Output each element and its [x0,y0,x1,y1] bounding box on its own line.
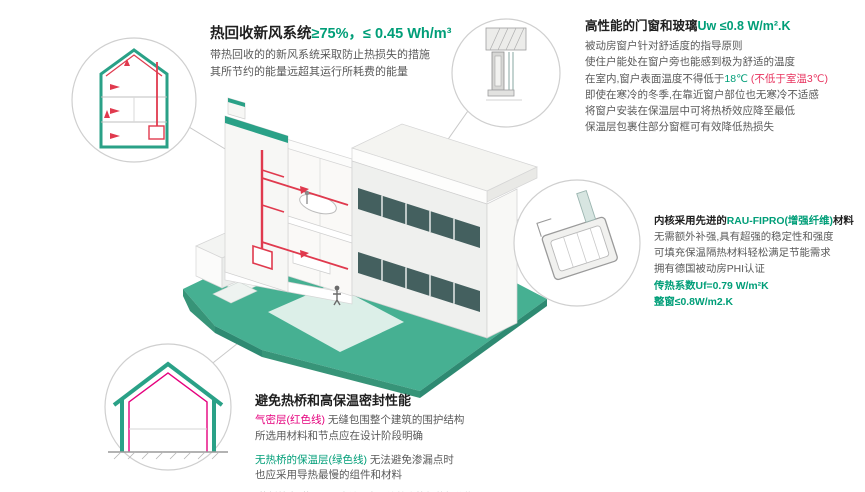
profile-line3: 可填充保温隔热材料轻松满足节能需求 [654,248,831,260]
heat-recovery-title: 热回收新风系统≥75%，≤ 0.45 Wh/m³ [210,22,545,43]
profile-line1-material: RAU-FIPRO(增强纤维) [726,216,833,227]
windows-title-label: 高性能的门窗和玻璃 [585,19,698,33]
windows-line6: 保温层包裹住部分窗框可有效降低热损失 [585,121,774,134]
heat-recovery-line1: 带热回收的的新风系统采取防止热损失的措施 [210,49,430,61]
thermal-desc: 气密层(红色线) 无缝包围整个建筑的围护结构 所选用材料和节点应在设计阶段明确 … [255,413,595,492]
windows-line3-temp: 18℃ [724,72,748,85]
thermal-line1-rest: 无缝包围整个建筑的围护结构 [325,414,465,426]
glazed-block [351,123,538,339]
profile-line1-pre: 内核采用先进的 [654,216,727,227]
heat-recovery-title-label: 热回收新风系统 [210,26,312,42]
heat-recovery-desc: 带热回收的的新风系统采取防止热损失的措施 其所节约的能量远超其运行所耗费的能量 [210,47,545,80]
windows-line3: 在室内,窗户表面温度不得低于18℃ (不低于室温3℃) [585,71,860,87]
thermal-line2: 所选用材料和节点应在设计阶段明确 [255,429,423,442]
windows-line1: 被动房窗户针对舒适度的指导原则 [585,40,743,52]
profile-line1: 内核采用先进的RAU-FIPRO(增强纤维)材料 [654,214,865,230]
heat-recovery-title-value: ≥75%，≤ 0.45 Wh/m³ [311,26,452,42]
windows-line5: 将窗户安装在保温层中可将热桥效应降至最低 [585,105,795,118]
thermal-line3-insulation: 无热桥的保温层(绿色线) [255,453,367,466]
profile-line4: 拥有德国被动房PHI认证 [654,264,765,276]
profile-line2: 无需额外补强,具有超强的稳定性和强度 [654,232,834,244]
profile-uw-value: 整窗≤0.8W/m2.K [654,296,734,308]
thermal-line1-airtight: 气密层(红色线) [255,414,325,426]
thermal-line1: 气密层(红色线) 无缝包围整个建筑的围护结构 [255,413,595,429]
profile-note: 内核采用先进的RAU-FIPRO(增强纤维)材料 无需额外补强,具有超强的稳定性… [654,214,865,311]
window-section-vignette [451,18,561,128]
spacer [255,445,595,453]
profile-vignette [513,179,641,307]
window-band-upper [358,188,480,248]
heat-recovery-note: 热回收新风系统≥75%，≤ 0.45 Wh/m³ 带热回收的的新风系统采取防止热… [210,22,545,80]
thermal-title: 避免热桥和高保温密封性能 [255,393,412,408]
thermal-house-vignette [104,343,232,471]
main-house-illustration [183,97,547,398]
vent-house-vignette [71,37,197,163]
heat-exchanger-unit [252,244,273,271]
terrace-path [268,284,404,352]
windows-line2: 使住户能处在窗户旁也能感到极为舒适的温度 [585,56,795,69]
window-band-lower [358,252,480,312]
thermal-line4: 也应采用导热最慢的组件和材料 [255,469,402,482]
thermal-note: 避免热桥和高保温密封性能 气密层(红色线) 无缝包围整个建筑的围护结构 所选用材… [255,390,595,492]
windows-desc: 被动房窗户针对舒适度的指导原则 使住户能处在窗户旁也能感到极为舒适的温度 在室内… [585,38,860,136]
windows-line3-note: (不低于室温3℃) [747,72,828,85]
profile-uf-value: 传热系数Uf=0.79 W/m²K [654,280,769,292]
windows-note: 高性能的门窗和玻璃Uw ≤0.8 W/m².K 被动房窗户针对舒适度的指导原则 … [585,15,860,136]
profile-line1-post: 材料 [832,216,854,227]
heat-recovery-line2: 其所节约的能量远超其运行所耗费的能量 [210,65,408,78]
thermal-line3-rest: 无法避免渗漏点时 [367,453,454,466]
airtight-layer-line [128,372,208,452]
ventilation-ducts [252,150,349,271]
cutaway-interior [282,137,353,297]
heat-recovery-unit [148,125,165,140]
people-figures [304,190,341,306]
cut-wall [224,97,289,293]
windows-title: 高性能的门窗和玻璃Uw ≤0.8 W/m².K [585,15,860,34]
glass-pane [576,190,597,223]
thermal-line3: 无热桥的保温层(绿色线) 无法避免渗漏点时 [255,453,595,469]
windows-title-value: Uw ≤0.8 W/m².K [697,19,791,33]
windows-line4: 即使在寒冷的冬季,在靠近窗户部位也无寒冷不适感 [585,88,819,101]
windows-line3-pre: 在室内,窗户表面温度不得低于 [585,72,725,85]
